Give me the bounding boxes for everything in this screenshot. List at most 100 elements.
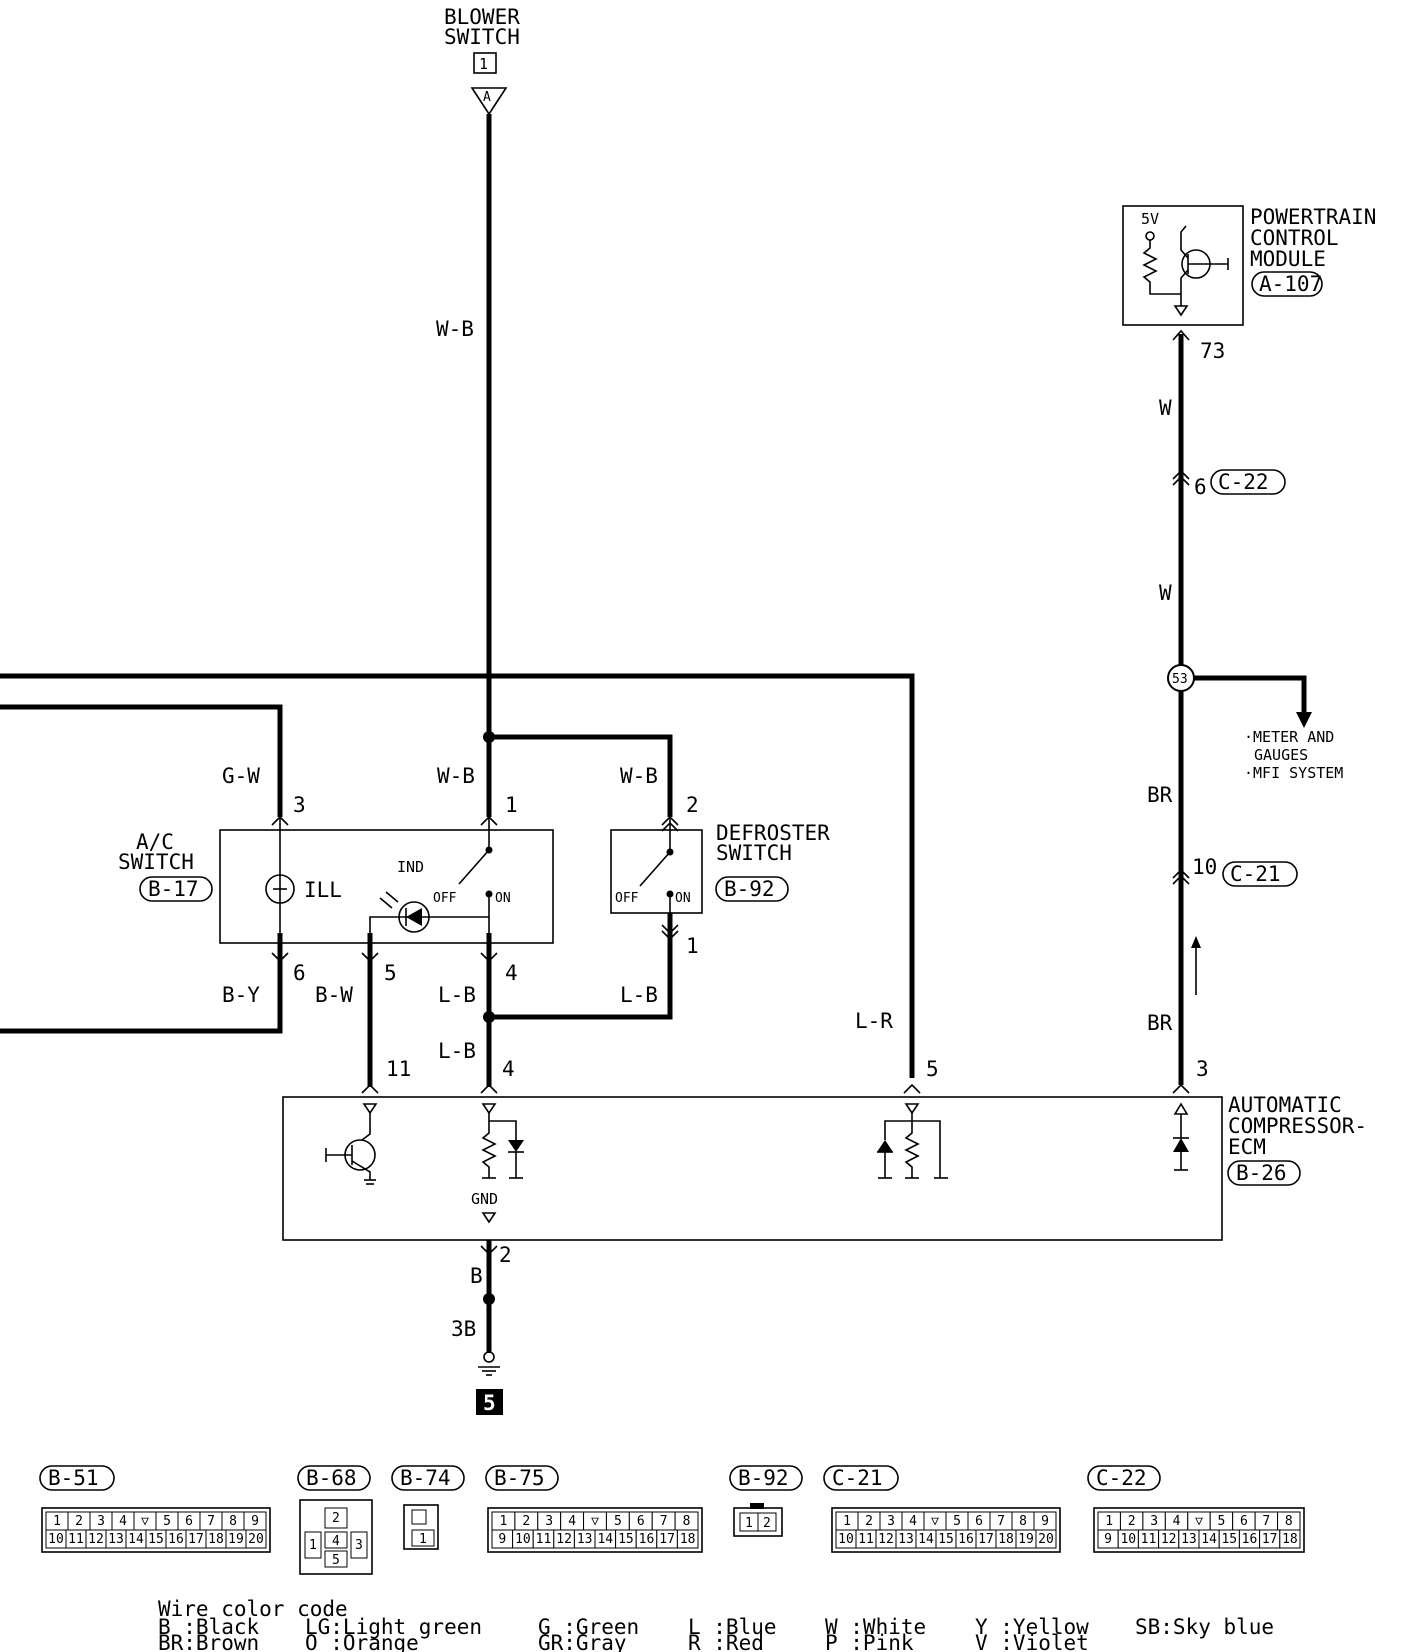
connector-pin-label: ▽: [591, 1514, 599, 1529]
connector-pin-label: 14: [918, 1532, 934, 1547]
connector-pin-label: 7: [997, 1514, 1005, 1529]
connector-pin-label: 16: [639, 1532, 655, 1547]
defroster-switch: DEFROSTER SWITCH B-92 2 1 OFF ON: [610, 793, 830, 958]
wire-wb-def: [489, 734, 673, 817]
connector-pin-label: 18: [1282, 1532, 1298, 1547]
blower-title-2: SWITCH: [444, 25, 520, 49]
connector-pin-label: 1: [843, 1514, 851, 1529]
ecm-diode-icon: [508, 1140, 524, 1152]
connector-pin-label: 6: [975, 1514, 983, 1529]
pcm-terminal-mark: [1172, 329, 1190, 341]
splice-53-circle: [1167, 664, 1195, 692]
legend-v: V :Violet: [975, 1631, 1089, 1652]
def-t2: 2: [686, 793, 699, 817]
ecm-in5-bus: [912, 1120, 941, 1178]
connector-pin-label: 6: [637, 1514, 645, 1529]
legend-b: B :Black: [158, 1615, 260, 1639]
ecm-transistor-emitter: [351, 1160, 371, 1180]
blower-ref-box: [473, 52, 497, 74]
connector-pin-label: 9: [251, 1514, 259, 1529]
conn-b68-pill: [297, 1465, 371, 1491]
ground-ref-box: [476, 1389, 503, 1415]
conn-b68-pin-5: [324, 1550, 348, 1568]
c22-mark-a: [1172, 469, 1190, 480]
connector-outline: [41, 1507, 271, 1553]
legend-title: Wire color code: [158, 1597, 348, 1621]
legend-g: G :Green: [538, 1615, 639, 1639]
connector-pin-label: 2: [865, 1514, 873, 1529]
def-connector-pill: [715, 876, 789, 902]
label-wb-def: W-B: [620, 764, 658, 788]
connector-pin-label: 14: [1201, 1532, 1217, 1547]
connector-pin-label: 2: [1128, 1514, 1136, 1529]
c22-mark-b: [1172, 475, 1190, 486]
connector-pin-label: 3: [887, 1514, 895, 1529]
connector-pin: [676, 1529, 699, 1549]
ecm-in4-lead: [488, 1113, 517, 1140]
connector-pin-label: 5: [953, 1514, 961, 1529]
connector-pin: [1279, 1529, 1301, 1549]
blower-terminal: A: [483, 90, 491, 105]
ecm-t5-mark: [903, 1083, 921, 1094]
branch-line-3: ·MFI SYSTEM: [1244, 764, 1343, 782]
ac-t1: 1: [505, 793, 518, 817]
connector-pin-label: ▽: [141, 1514, 149, 1529]
blower-terminal-arrow: [470, 87, 508, 116]
conn-b74-pin-1-label: 1: [419, 1532, 427, 1547]
conn-b74-latch: [411, 1509, 427, 1525]
pcm-terminal: 73: [1200, 339, 1225, 363]
conn-c21-pill: [823, 1465, 899, 1491]
ac-off: OFF: [433, 891, 457, 906]
label-w-top: W: [1159, 396, 1172, 420]
connector-outline: [487, 1507, 703, 1553]
conn-b92-latch: [750, 1503, 764, 1509]
ecm-t4: 4: [502, 1057, 515, 1081]
label-gw: G-W: [222, 764, 260, 788]
ecm-in5-arrow: [904, 1103, 920, 1115]
splice-dot-gnd: [483, 1293, 495, 1305]
conn-b51-pill: [39, 1465, 115, 1491]
legend-y: Y :Yellow: [975, 1615, 1089, 1639]
connector-pin-label: 9: [498, 1532, 506, 1547]
pcm-resistor-icon: [1142, 240, 1181, 295]
ecm-title-1: AUTOMATIC: [1228, 1093, 1342, 1117]
ecm-title-3: ECM: [1228, 1135, 1266, 1159]
connector-pin-label: 16: [958, 1532, 974, 1547]
pcm-connector-pill: [1251, 271, 1323, 297]
connector-pin-label: 19: [1018, 1532, 1034, 1547]
conn-b74-label: B-74: [400, 1466, 451, 1490]
ecm-in5-lead: [884, 1113, 913, 1140]
legend-lg: LG:Light green: [305, 1615, 482, 1639]
ground-wire: 3B: [451, 1317, 476, 1341]
connector-pin-label: 11: [68, 1532, 84, 1547]
wire-gw: [0, 704, 283, 817]
def-connector: B-92: [724, 877, 775, 901]
connector-pin-label: 19: [228, 1532, 244, 1547]
c21-pill: [1222, 861, 1298, 887]
wires: [0, 114, 1307, 1353]
ecm-in11-arrow: [362, 1103, 378, 1115]
def-title-2: SWITCH: [716, 841, 792, 865]
connector-pin-label: 13: [577, 1532, 593, 1547]
connector-pin-label: 1: [500, 1514, 508, 1529]
ecm-box: [282, 1096, 1223, 1241]
connector-pin-label: 17: [1262, 1532, 1278, 1547]
current-arrow-icon: [1191, 936, 1201, 948]
ecm-resistor-icon: [481, 1121, 497, 1178]
connector-pin-label: ▽: [931, 1514, 939, 1529]
splice-dot-lb: [483, 1011, 495, 1023]
label-lb-ecm: L-B: [438, 1039, 476, 1063]
connector-pin-label: 3: [97, 1514, 105, 1529]
ecm-t2: 2: [499, 1243, 512, 1267]
ind-led-ray-1: [385, 891, 399, 903]
connector-pin-label: 12: [1161, 1532, 1177, 1547]
branch-line-2: GAUGES: [1254, 746, 1308, 764]
ac-title-2: SWITCH: [118, 850, 194, 874]
connector-pin-label: 2: [522, 1514, 530, 1529]
c22-pin: 6: [1194, 475, 1207, 499]
legend-o: O :Orange: [305, 1631, 419, 1652]
connector-pin-label: 11: [1141, 1532, 1157, 1547]
connector-pin-label: 10: [48, 1532, 64, 1547]
